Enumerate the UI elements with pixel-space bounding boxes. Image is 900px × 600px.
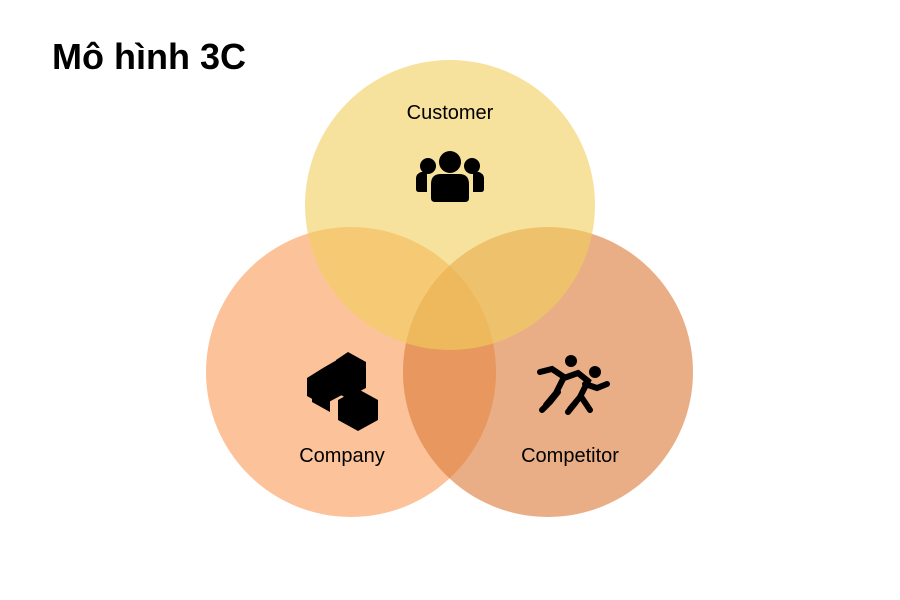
boxes-icon (307, 352, 378, 431)
people-group-icon (416, 151, 484, 202)
customer-circle (305, 60, 595, 350)
customer-label: Customer (407, 102, 494, 124)
running-people-icon (537, 355, 610, 415)
competitor-label: Competitor (521, 445, 619, 467)
company-label: Company (299, 445, 385, 467)
page-title: Mô hình 3C (52, 36, 246, 77)
